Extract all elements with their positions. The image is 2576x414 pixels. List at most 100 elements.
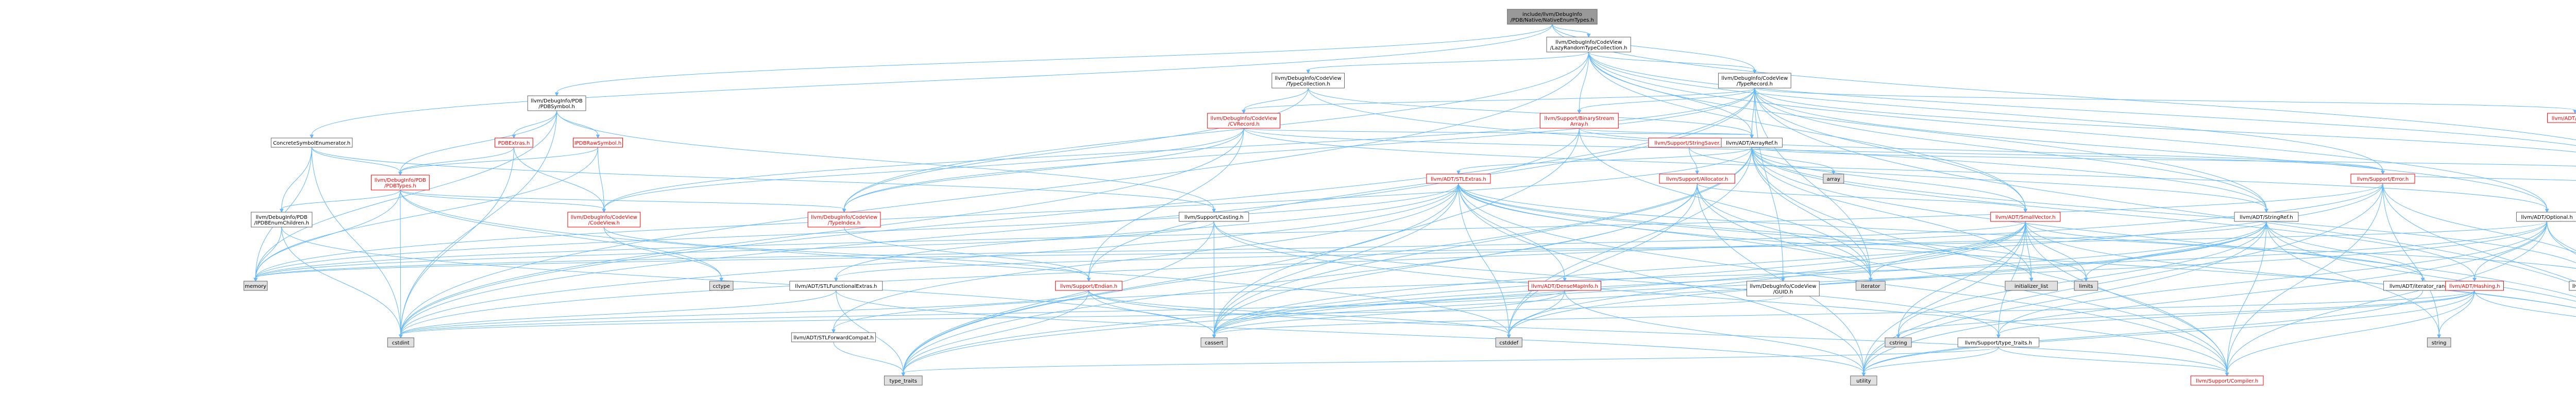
edge-optional-to-none: [2547, 221, 2576, 255]
node-stlfunc[interactable]: llvm/ADT/STLFunctionalExtras.h: [789, 281, 883, 291]
node-pdbsym[interactable]: llvm/DebugInfo/PDB/PDBSymbol.h: [527, 95, 586, 111]
edge-optional-to-new: [2547, 221, 2576, 251]
edge-lrtc-to-error: [1588, 51, 2385, 175]
node-label: memory: [245, 284, 266, 289]
node-hashing[interactable]: llvm/ADT/Hashing.h: [2445, 281, 2504, 291]
node-cstddef[interactable]: cstddef: [1495, 337, 1522, 348]
node-box: [1272, 73, 1345, 89]
edge-cvrec-to-cvview: [602, 128, 1244, 213]
node-cvview[interactable]: llvm/DebugInfo/CodeView/CodeView.h: [567, 212, 641, 228]
node-label: llvm/DebugInfo/CodeView: [1555, 40, 1622, 45]
node-optional[interactable]: llvm/ADT/Optional.h: [2516, 212, 2576, 222]
edge-smallvec-to-new: [2025, 221, 2576, 269]
node-iterator[interactable]: iterator: [1855, 281, 1886, 291]
node-array[interactable]: array: [1823, 174, 1844, 184]
node-box: [1528, 281, 1601, 291]
node-box: [1721, 137, 1783, 148]
edge-strref-to-iterrange: [2266, 221, 2425, 282]
node-box: [2190, 375, 2264, 386]
node-endian[interactable]: llvm/Support/Endian.h: [1055, 281, 1123, 291]
node-stlfwd[interactable]: llvm/ADT/STLForwardCompat.h: [791, 332, 876, 342]
edge-densemapinfo-to-cstdint: [399, 290, 1565, 339]
node-lrtc[interactable]: llvm/DebugInfo/CodeView/LazyRandomTypeCo…: [1546, 37, 1631, 53]
node-casting[interactable]: llvm/Support/Casting.h: [1179, 212, 1249, 222]
node-root[interactable]: include/llvm/DebugInfo/PDB/Native/Native…: [1507, 9, 1598, 25]
node-initlist[interactable]: initializer_list: [2005, 281, 2058, 291]
node-strsaver[interactable]: llvm/Support/StringSaver.h: [1648, 137, 1730, 148]
node-cse[interactable]: ConcreteSymbolEnumerator.h: [270, 137, 353, 148]
node-label: /PDBSymbol.h: [538, 104, 575, 110]
edge-typetraits-to-type_traits: [901, 347, 1999, 377]
node-utility[interactable]: utility: [1850, 375, 1877, 386]
edge-hashing-to-compiler: [2225, 290, 2475, 377]
edge-root-to-pdbsym: [554, 24, 1553, 97]
edge-pdbtypes-to-cvview: [400, 189, 606, 213]
edge-arrayref-to-none: [1751, 147, 2576, 264]
node-densemapinfo[interactable]: llvm/ADT/DenseMapInfo.h: [1528, 281, 1601, 291]
node-compiler[interactable]: llvm/Support/Compiler.h: [2190, 375, 2264, 386]
node-box: [2074, 281, 2098, 291]
edge-stlfunc-to-cstdint: [399, 290, 837, 339]
node-label: llvm/ADT/ArrayRef.h: [1726, 141, 1778, 146]
node-smallvec[interactable]: llvm/ADT/SmallVector.h: [1990, 212, 2061, 222]
node-label: llvm/DebugInfo/CodeView: [1721, 76, 1788, 81]
node-strref[interactable]: llvm/ADT/StringRef.h: [2234, 212, 2299, 222]
node-ipdbenum[interactable]: llvm/DebugInfo/PDB/IPDBEnumChildren.h: [250, 212, 313, 228]
edge-cse-to-casting: [311, 147, 1216, 213]
edge-strref-to-limits: [2084, 221, 2267, 282]
node-label: cstddef: [1499, 340, 1518, 346]
edge-typetraits-to-utility: [1861, 347, 1999, 377]
node-cctype[interactable]: cctype: [709, 281, 734, 291]
node-label: llvm/DebugInfo/CodeView: [1750, 284, 1816, 289]
node-ipdbraw[interactable]: IPDBRawSymbol.h: [573, 137, 623, 148]
edge-tr-to-typeidx: [842, 88, 1755, 213]
node-label: llvm/DebugInfo/PDB: [256, 215, 307, 220]
node-apsint[interactable]: llvm/ADT/APSInt.h: [2547, 113, 2576, 123]
node-box: [2427, 337, 2451, 348]
node-box: [1990, 212, 2061, 222]
edge-smallvec-to-memory: [253, 221, 2026, 282]
node-tr[interactable]: llvm/DebugInfo/CodeView/TypeRecord.h: [1718, 73, 1791, 89]
edge-stlextras-to-algorithm: [1458, 183, 2576, 308]
node-limits[interactable]: limits: [2074, 281, 2098, 291]
edge-bsa-to-arrayref: [1579, 128, 1754, 139]
edge-pdbsym-to-ipdbraw: [556, 110, 600, 139]
edge-ipdbraw-to-cvview: [598, 147, 606, 213]
node-cvrec[interactable]: llvm/DebugInfo/CodeView/CVRecord.h: [1207, 113, 1280, 129]
node-label: llvm/Support/Compiler.h: [2196, 378, 2258, 384]
node-type_traits[interactable]: type_traits: [884, 375, 923, 386]
node-label: array: [1827, 177, 1840, 182]
node-none[interactable]: llvm/ADT/None.h: [2569, 281, 2576, 291]
node-tc[interactable]: llvm/DebugInfo/CodeView/TypeCollection.h: [1272, 73, 1345, 89]
node-cstdint[interactable]: cstdint: [387, 337, 414, 348]
edge-tr-to-bsa: [1577, 88, 1755, 114]
edge-cvview-to-cctype: [603, 227, 723, 282]
edge-root-to-lrtc: [1552, 24, 1591, 38]
edge-strsaver-to-allocator: [1689, 147, 1699, 175]
node-cassert[interactable]: cassert: [1200, 337, 1228, 348]
edge-ipdbraw-to-pdbtypes: [398, 147, 598, 176]
edge-optional-to-hashing: [2472, 221, 2548, 282]
node-label: string: [2432, 340, 2447, 346]
node-allocator[interactable]: llvm/Support/Allocator.h: [1659, 174, 1735, 184]
node-label: llvm/ADT/StringRef.h: [2240, 215, 2293, 220]
node-pdbtypes[interactable]: llvm/DebugInfo/PDB/PDBTypes.h: [370, 175, 430, 191]
node-typetraits[interactable]: llvm/Support/type_traits.h: [1957, 337, 2040, 348]
node-pdbext[interactable]: PDBExtras.h: [495, 137, 533, 148]
node-memory[interactable]: memory: [243, 281, 268, 291]
node-guid[interactable]: llvm/DebugInfo/CodeView/GUID.h: [1746, 281, 1820, 297]
node-string[interactable]: string: [2427, 337, 2451, 348]
node-stlextras[interactable]: llvm/ADT/STLExtras.h: [1426, 174, 1491, 184]
edge-lrtc-to-tc: [1306, 51, 1589, 74]
edge-stlextras-to-densemapinfo: [1458, 183, 1567, 282]
node-cstring[interactable]: cstring: [1885, 337, 1912, 348]
edge-error-to-algorithm: [2382, 183, 2576, 282]
edge-optional-to-stlfwd: [832, 221, 2548, 334]
node-arrayref[interactable]: llvm/ADT/ArrayRef.h: [1721, 137, 1783, 148]
node-error[interactable]: llvm/Support/Error.h: [2350, 174, 2415, 184]
node-label: /CodeView.h: [588, 220, 620, 226]
edge-lrtc-to-strref: [1588, 51, 2268, 213]
node-typeidx[interactable]: llvm/DebugInfo/CodeView/TypeIndex.h: [807, 212, 881, 228]
node-label: llvm/ADT/STLFunctionalExtras.h: [795, 284, 877, 289]
